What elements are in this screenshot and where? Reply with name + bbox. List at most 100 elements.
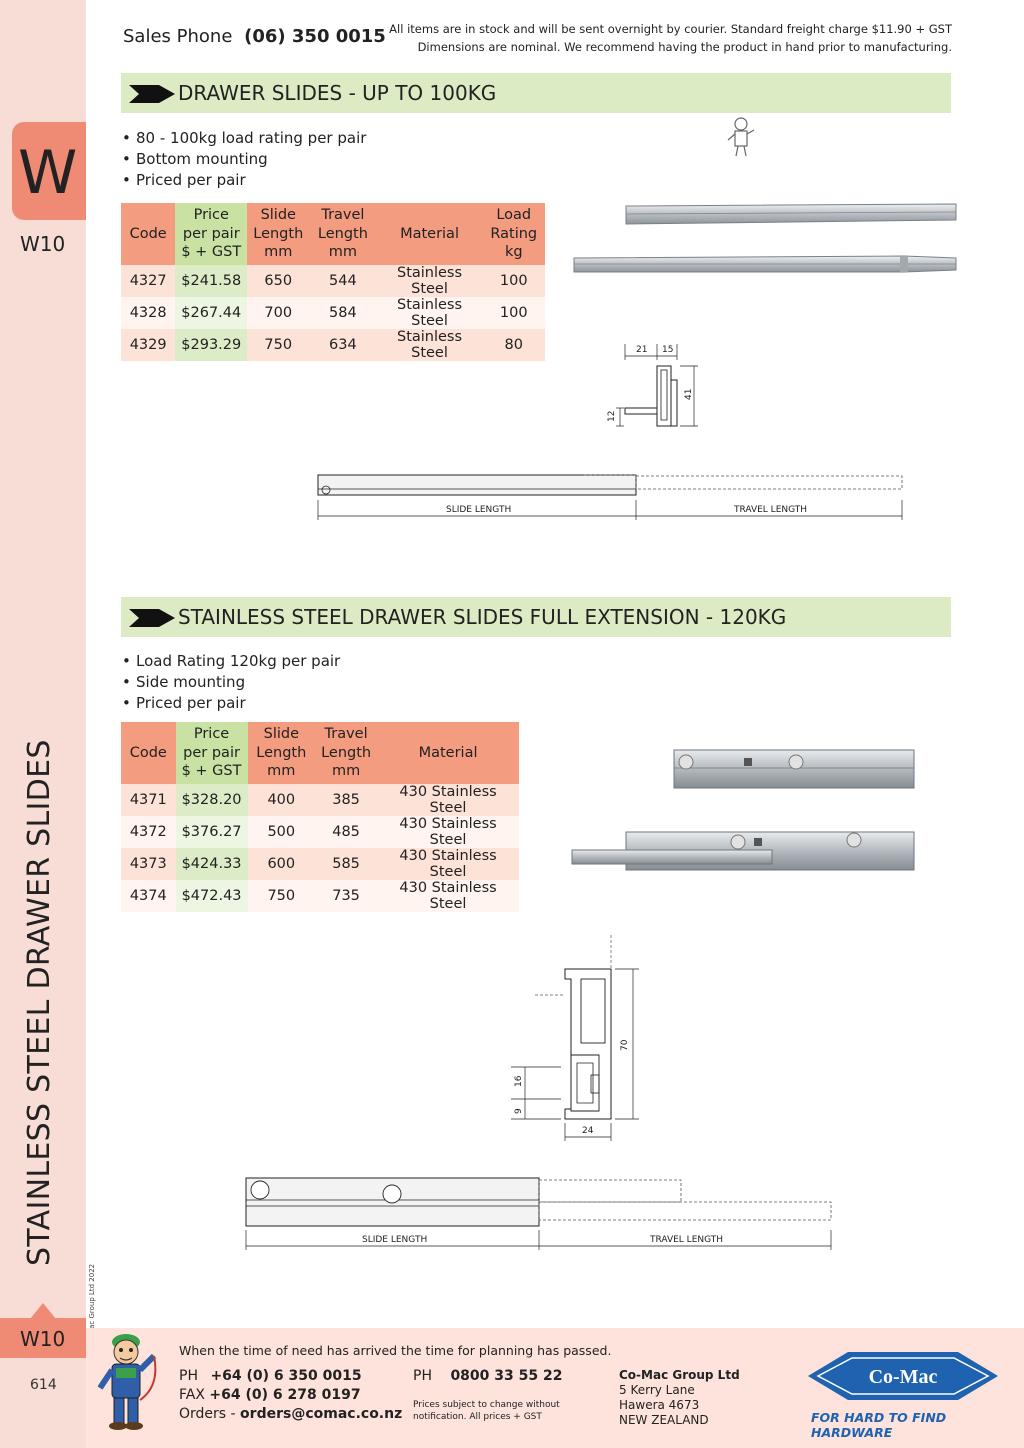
- cell-material: Stainless Steel: [376, 328, 483, 361]
- feature-list: Load Rating 120kg per pair Side mounting…: [122, 651, 340, 714]
- footer-freephone: PH 0800 33 55 22: [413, 1368, 562, 1384]
- section-tab: [12, 122, 86, 220]
- phone-number[interactable]: +64 (0) 6 350 0015: [210, 1368, 362, 1384]
- feature-item: Side mounting: [122, 672, 340, 693]
- slide-length-label: SLIDE LENGTH: [362, 1235, 427, 1245]
- logo-text: Co-Mac: [869, 1366, 938, 1388]
- dim-width: 24: [582, 1126, 594, 1136]
- price-table: Code Price per pair $ + GST Slide Length…: [121, 722, 519, 912]
- full-extension-profile-drawing: 70 16 9 24: [511, 935, 639, 1141]
- address-line: Hawera 4673: [619, 1398, 700, 1412]
- comac-logo: Co-Mac: [808, 1352, 998, 1400]
- fax-label: FAX: [179, 1387, 205, 1403]
- orders-email[interactable]: orders@comac.co.nz: [240, 1406, 403, 1422]
- footer-orders: Orders - orders@comac.co.nz: [179, 1406, 402, 1422]
- footer-fax: FAX +64 (0) 6 278 0197: [179, 1387, 361, 1403]
- table-row: 4327 $241.58 650 544 Stainless Steel 100: [121, 264, 545, 297]
- cell-material: 430 Stainless Steel: [377, 847, 519, 880]
- header-text: Rating: [490, 225, 538, 242]
- table-row: 4373 $424.33 600 585 430 Stainless Steel: [121, 847, 519, 880]
- page-tab-notch: [30, 1303, 56, 1319]
- cell-slide: 750: [247, 879, 316, 912]
- sales-phone-number[interactable]: (06) 350 0015: [244, 26, 386, 47]
- mascot-illustration: [97, 1334, 157, 1430]
- table-row: 4328 $267.44 700 584 Stainless Steel 100: [121, 296, 545, 329]
- orders-label: Orders -: [179, 1406, 236, 1422]
- header-text: Price: [193, 207, 229, 223]
- cell-price: $376.27: [175, 815, 248, 848]
- cell-code: 4371: [121, 783, 176, 816]
- pricing-note: Prices subject to change without notific…: [413, 1400, 560, 1422]
- cell-travel: 385: [315, 783, 378, 816]
- sidebar-strip: [0, 0, 86, 1448]
- cell-slide: 500: [247, 815, 316, 848]
- header-text: kg: [504, 244, 523, 260]
- col-header-load-rating: Load Rating kg: [482, 203, 545, 265]
- header-text: Length: [256, 744, 307, 761]
- footer-phone: PH +64 (0) 6 350 0015: [179, 1368, 362, 1384]
- header-text: Length: [317, 225, 368, 242]
- table-row: 4374 $472.43 750 735 430 Stainless Steel: [121, 879, 519, 912]
- cell-price: $293.29: [175, 328, 248, 361]
- freephone-label: PH: [413, 1368, 432, 1384]
- footer-quote: When the time of need has arrived the ti…: [179, 1343, 612, 1358]
- freephone-number[interactable]: 0800 33 55 22: [450, 1368, 563, 1384]
- feature-item: Bottom mounting: [122, 149, 366, 170]
- cell-travel: 585: [315, 847, 378, 880]
- page-tab: [0, 1318, 86, 1358]
- section-title: DRAWER SLIDES - UP TO 100KG: [178, 81, 497, 105]
- col-header-code: Code: [121, 203, 176, 265]
- header-note-line: All items are in stock and will be sent …: [389, 22, 952, 36]
- cell-price: $328.20: [175, 783, 248, 816]
- header-text: Travel: [324, 726, 368, 742]
- col-header-price: Price per pair $ + GST: [175, 203, 248, 265]
- header-text: per pair: [182, 225, 240, 242]
- col-header-code: Code: [121, 722, 176, 784]
- feature-item: 80 - 100kg load rating per pair: [122, 128, 366, 149]
- section-heading-band: DRAWER SLIDES - UP TO 100KG: [121, 73, 951, 113]
- section-code-top: W10: [20, 232, 66, 256]
- slide-length-label: SLIDE LENGTH: [446, 505, 511, 515]
- cell-slide: 750: [247, 328, 310, 361]
- cell-price: $267.44: [175, 296, 248, 329]
- cell-travel: 544: [309, 264, 377, 297]
- dim-width-1: 21: [636, 345, 647, 355]
- fax-number: +64 (0) 6 278 0197: [209, 1387, 361, 1403]
- cell-material: 430 Stainless Steel: [377, 783, 519, 816]
- dim-height-2: 9: [514, 1108, 524, 1114]
- cell-price: $241.58: [175, 264, 248, 297]
- page-section-code: W10: [20, 1327, 66, 1351]
- col-header-travel-length: Travel Length mm: [309, 203, 377, 265]
- dim-height-1: 16: [514, 1075, 524, 1087]
- cell-code: 4329: [121, 328, 176, 361]
- col-header-price: Price per pair $ + GST: [175, 722, 248, 784]
- section-heading-band: STAINLESS STEEL DRAWER SLIDES FULL EXTEN…: [121, 597, 951, 637]
- profile-drawing: 21 15 41 12: [607, 344, 698, 427]
- travel-length-label: TRAVEL LENGTH: [733, 505, 807, 515]
- address-line: NEW ZEALAND: [619, 1413, 709, 1427]
- cell-material: 430 Stainless Steel: [377, 815, 519, 848]
- cell-price: $472.43: [175, 879, 248, 912]
- cell-code: 4327: [121, 264, 176, 297]
- sales-phone-label: Sales Phone: [123, 26, 233, 47]
- table-row: 4372 $376.27 500 485 430 Stainless Steel: [121, 815, 519, 848]
- cell-travel: 584: [309, 296, 377, 329]
- full-extension-slide-photo: [571, 749, 915, 871]
- header-text: Travel: [321, 207, 365, 223]
- table-row: 4329 $293.29 750 634 Stainless Steel 80: [121, 328, 545, 361]
- header-text: $ + GST: [181, 763, 242, 779]
- header-text: mm: [328, 244, 358, 260]
- cell-load: 100: [482, 264, 545, 297]
- arrow-icon: [129, 85, 175, 103]
- section-title: STAINLESS STEEL DRAWER SLIDES FULL EXTEN…: [178, 605, 787, 629]
- cell-slide: 650: [247, 264, 310, 297]
- cell-travel: 485: [315, 815, 378, 848]
- arrow-icon: [129, 609, 175, 627]
- feature-item: Priced per pair: [122, 170, 366, 191]
- dim-width-2: 15: [662, 345, 673, 355]
- address-line: 5 Kerry Lane: [619, 1383, 695, 1397]
- company-name: Co-Mac Group Ltd: [619, 1368, 740, 1382]
- dim-height: 70: [620, 1039, 630, 1051]
- price-table: Code Price per pair $ + GST Slide Length…: [121, 203, 545, 361]
- col-header-travel-length: Travel Length mm: [315, 722, 378, 784]
